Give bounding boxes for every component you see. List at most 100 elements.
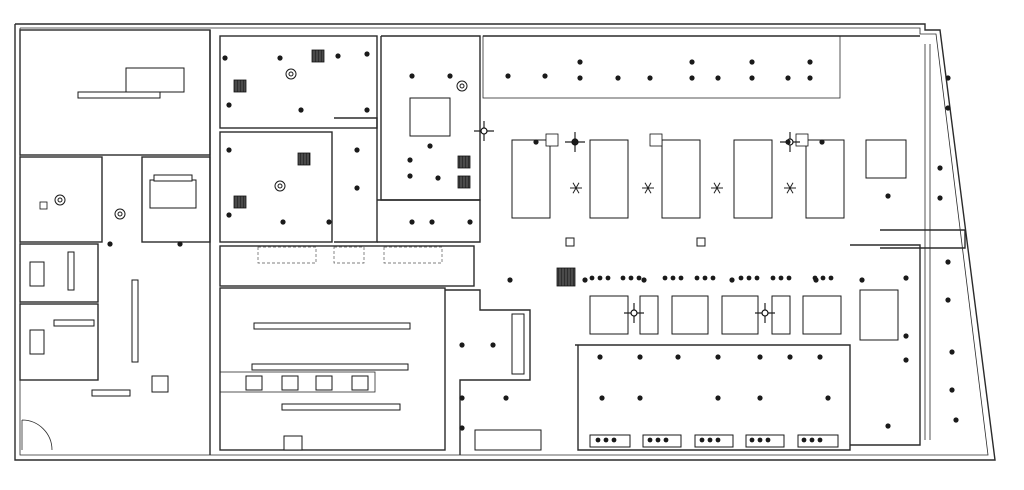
- fixture-dot: [335, 53, 341, 59]
- outlet-dot: [754, 275, 760, 281]
- fixture-dot: [945, 105, 951, 111]
- outlet-dot: [620, 275, 626, 281]
- outlet-dot: [786, 275, 792, 281]
- fixture-dot: [277, 55, 283, 61]
- fixture-dot: [226, 212, 232, 218]
- outlet-dot: [678, 275, 684, 281]
- fixture-dot: [577, 59, 583, 65]
- fixture-dot: [107, 241, 113, 247]
- fume-hoods: [257, 246, 443, 264]
- fixture-dot: [715, 395, 721, 401]
- sprinkler-symbol: [570, 182, 582, 194]
- outlet-dot: [765, 437, 771, 443]
- fixture-dot: [689, 75, 695, 81]
- outlet-dot: [770, 275, 776, 281]
- fixture-dot: [757, 395, 763, 401]
- left-wing: [19, 29, 211, 455]
- outlet-dot: [647, 437, 653, 443]
- fixture-dot: [785, 139, 791, 145]
- fixture-dot: [354, 147, 360, 153]
- fixture-dot: [542, 73, 548, 79]
- fixture-dot: [572, 139, 578, 145]
- vent-grates: [39, 49, 809, 287]
- outlet-dot: [636, 275, 642, 281]
- outlet-dot: [603, 437, 609, 443]
- outlet-dot: [595, 437, 601, 443]
- fixture-dot: [675, 354, 681, 360]
- sinks: [29, 261, 45, 355]
- fixture-dot: [409, 219, 415, 225]
- fixture-dot: [749, 59, 755, 65]
- fixture-dot: [903, 275, 909, 281]
- fixture-dot: [785, 75, 791, 81]
- equipment-rectangles: [125, 67, 907, 451]
- fixture-dot: [807, 59, 813, 65]
- fixture-dot: [647, 75, 653, 81]
- ceiling-fan: [474, 121, 494, 141]
- fixture-dot: [459, 342, 465, 348]
- fixture-dot: [715, 354, 721, 360]
- outlet-dot: [710, 275, 716, 281]
- outlet-dot: [662, 275, 668, 281]
- outlet-dot: [663, 437, 669, 443]
- fixture-dot: [507, 277, 513, 283]
- fixture-dot: [945, 259, 951, 265]
- fixture-dot: [409, 73, 415, 79]
- fixture-dot: [407, 157, 413, 163]
- outlet-dot: [702, 275, 708, 281]
- fixture-dot: [637, 395, 643, 401]
- outlet-dot: [655, 437, 661, 443]
- fixture-dot: [429, 219, 435, 225]
- fixture-dot: [937, 165, 943, 171]
- fixture-dot: [859, 277, 865, 283]
- outlet-dot: [699, 437, 705, 443]
- fixture-dot: [885, 423, 891, 429]
- outlet-dot: [597, 275, 603, 281]
- outlet-dot: [715, 437, 721, 443]
- fixture-dot: [937, 195, 943, 201]
- fixture-dot: [641, 277, 647, 283]
- fixture-dot: [903, 357, 909, 363]
- fixture-dot: [582, 277, 588, 283]
- fixture-dot: [903, 333, 909, 339]
- bottom-cabinets: [589, 434, 839, 448]
- fixture-dot: [729, 277, 735, 283]
- fixture-dot: [597, 354, 603, 360]
- outlet-dot: [778, 275, 784, 281]
- main-hall: [445, 35, 966, 455]
- fixture-dot: [599, 395, 605, 401]
- sprinkler-symbol: [642, 182, 654, 194]
- fixture-dot: [533, 139, 539, 145]
- outlet-dot: [746, 275, 752, 281]
- fixture-dot: [577, 75, 583, 81]
- sprinkler-symbol: [784, 182, 796, 194]
- outlet-dot: [809, 437, 815, 443]
- fixture-dot: [427, 143, 433, 149]
- outlet-dot: [707, 437, 713, 443]
- fixture-dot: [945, 75, 951, 81]
- outer-walls: [14, 23, 996, 461]
- fixture-dot: [326, 219, 332, 225]
- outlet-dot: [694, 275, 700, 281]
- fixture-dot: [459, 395, 465, 401]
- fixture-dot: [226, 147, 232, 153]
- outlet-dot: [828, 275, 834, 281]
- outlet-dot: [605, 275, 611, 281]
- outlet-dot: [801, 437, 807, 443]
- fixture-dot: [819, 139, 825, 145]
- fixture-dot: [945, 297, 951, 303]
- fixture-dot: [177, 241, 183, 247]
- fixture-dot: [226, 102, 232, 108]
- outlet-dot: [749, 437, 755, 443]
- sprinkler-symbol: [711, 182, 723, 194]
- ceiling-fan: [624, 303, 644, 323]
- fixture-dot: [490, 342, 496, 348]
- fixture-dot: [615, 75, 621, 81]
- outlet-dot: [757, 437, 763, 443]
- fixture-dot: [407, 173, 413, 179]
- fixture-dot: [749, 75, 755, 81]
- outlet-dot: [812, 275, 818, 281]
- center-left-rooms: [219, 35, 481, 451]
- outlet-dot: [670, 275, 676, 281]
